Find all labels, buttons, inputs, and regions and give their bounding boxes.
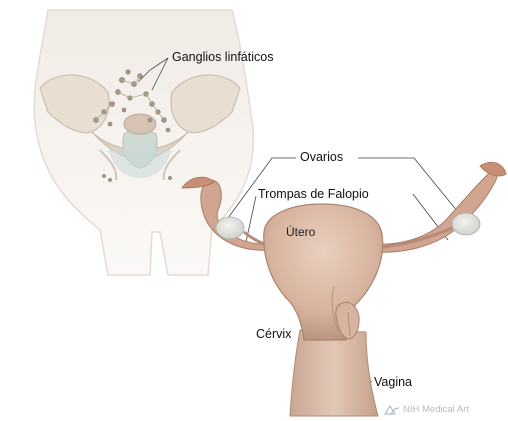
fallopian-tubes-label: Trompas de Falopio — [258, 188, 369, 201]
uterus-label: Útero — [286, 226, 315, 238]
nih-logo-icon — [384, 404, 400, 415]
vagina-icon — [290, 330, 378, 416]
credit-watermark: NIH Medical Art — [384, 404, 469, 415]
ovaries-label: Ovarios — [300, 151, 343, 164]
lymph-nodes-label: Ganglios linfáticos — [172, 51, 273, 64]
cervix-label: Cérvix — [256, 328, 291, 341]
vagina-label: Vagina — [374, 376, 412, 389]
credit-text: NIH Medical Art — [403, 404, 469, 415]
uterus-icon — [264, 204, 383, 340]
